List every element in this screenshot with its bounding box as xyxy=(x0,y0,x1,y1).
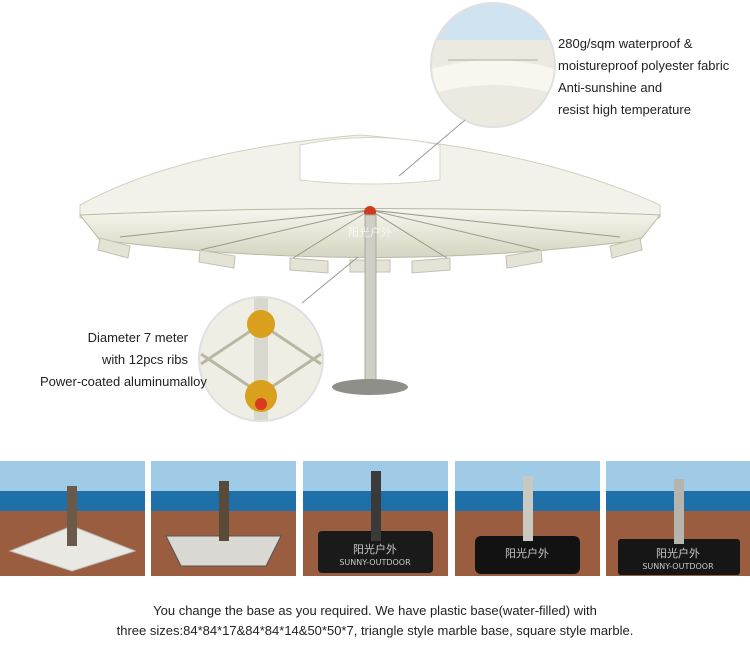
base-photo-3: 阳光户外 SUNNY-OUTDOOR xyxy=(303,461,448,576)
caption: You change the base as you required. We … xyxy=(0,601,750,641)
base-photo-5: 阳光户外 SUNNY-OUTDOOR xyxy=(606,461,750,576)
watermark-text: 阳光户外 xyxy=(656,546,700,560)
watermark-text: SUNNY-OUTDOOR xyxy=(339,558,411,567)
fabric-line-2: moistureproof polyester fabric xyxy=(558,58,730,73)
fabric-line-4: resist high temperature xyxy=(558,102,691,117)
watermark-text: 阳光户外 xyxy=(353,542,397,556)
watermark-text: SUNNY-OUTDOOR xyxy=(642,562,714,571)
callout-line-frame xyxy=(301,256,359,304)
callout-line-fabric xyxy=(398,119,466,177)
base-photo-4: 阳光户外 xyxy=(455,461,600,576)
watermark-main: 阳光户外 xyxy=(348,225,392,239)
watermark-text: 阳光户外 xyxy=(348,225,392,239)
fabric-line-3: Anti-sunshine and xyxy=(558,80,663,95)
frame-line-3: Power-coated aluminumalloy xyxy=(40,374,207,389)
watermark-text: 阳光户外 xyxy=(505,546,549,560)
fabric-line-1: 280g/sqm waterproof & xyxy=(558,36,693,51)
fabric-callout: 280g/sqm waterproof & moistureproof poly… xyxy=(558,33,729,121)
frame-callout: Diameter 7 meter with 12pcs ribs Power-c… xyxy=(40,327,207,393)
frame-detail-image xyxy=(198,296,324,422)
frame-line-2: with 12pcs ribs xyxy=(102,352,188,367)
caption-line-2: three sizes:84*84*17&84*84*14&50*50*7, t… xyxy=(116,623,634,638)
base-photo-1 xyxy=(0,461,145,576)
umbrella-illustration xyxy=(78,134,662,395)
frame-line-1: Diameter 7 meter xyxy=(87,330,188,345)
fabric-detail-image xyxy=(430,2,556,128)
caption-line-1: You change the base as you required. We … xyxy=(153,603,597,618)
base-photo-2 xyxy=(151,461,296,576)
